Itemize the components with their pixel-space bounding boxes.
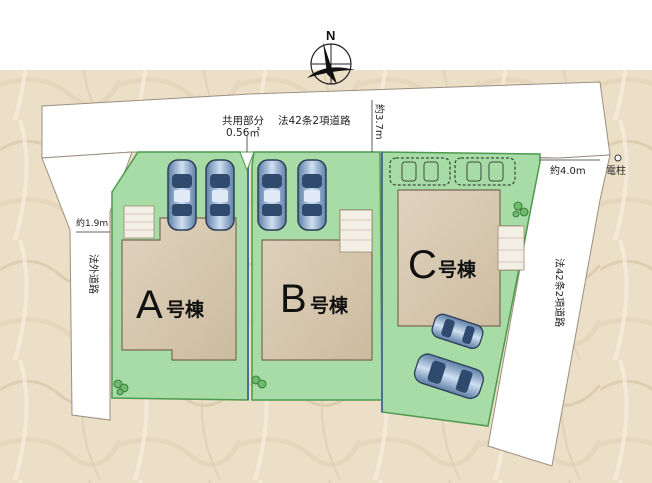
- utility-pole-label: 電柱: [606, 164, 626, 177]
- shrub-b: [251, 375, 267, 389]
- building-b-suffix: 号棟: [310, 294, 349, 317]
- car-c-1: [431, 313, 484, 350]
- east-road-width: 約4.0m: [550, 164, 586, 177]
- utility-pole-marker: [614, 154, 622, 162]
- north-road-width: 約3.7m: [373, 104, 386, 140]
- compass-label: N: [326, 28, 335, 43]
- west-road: [41, 151, 133, 421]
- building-c-letter: C: [408, 243, 437, 287]
- shared-area-value: 0.56㎡: [226, 127, 260, 139]
- car-c-2: [413, 353, 484, 400]
- compass-icon: [307, 42, 355, 85]
- east-road-label: 法42条2項道路: [553, 258, 566, 327]
- building-b-steps: [340, 219, 372, 241]
- shrub-a: [113, 379, 129, 396]
- building-c-steps: [498, 237, 524, 263]
- building-c-entrance: [497, 225, 525, 271]
- west-road-label: 法外道路: [87, 254, 100, 294]
- building-a-letter: A: [136, 283, 163, 327]
- shared-area-label: 共用部分: [222, 114, 264, 127]
- building-b-letter: B: [280, 277, 307, 321]
- building-a-steps: [124, 213, 154, 231]
- car-a-1: [167, 159, 197, 231]
- car-b-1: [257, 159, 287, 231]
- building-a-suffix: 号棟: [166, 298, 205, 321]
- west-road-width: 約1.9m: [76, 217, 108, 229]
- car-b-2: [297, 159, 327, 231]
- car-a-2: [205, 159, 235, 231]
- building-b-entrance: [339, 209, 373, 253]
- building-c-suffix: 号棟: [438, 258, 477, 281]
- shrub-c: [512, 201, 529, 218]
- building-a: [121, 217, 237, 361]
- north-road-label: 法42条2項道路: [278, 114, 351, 127]
